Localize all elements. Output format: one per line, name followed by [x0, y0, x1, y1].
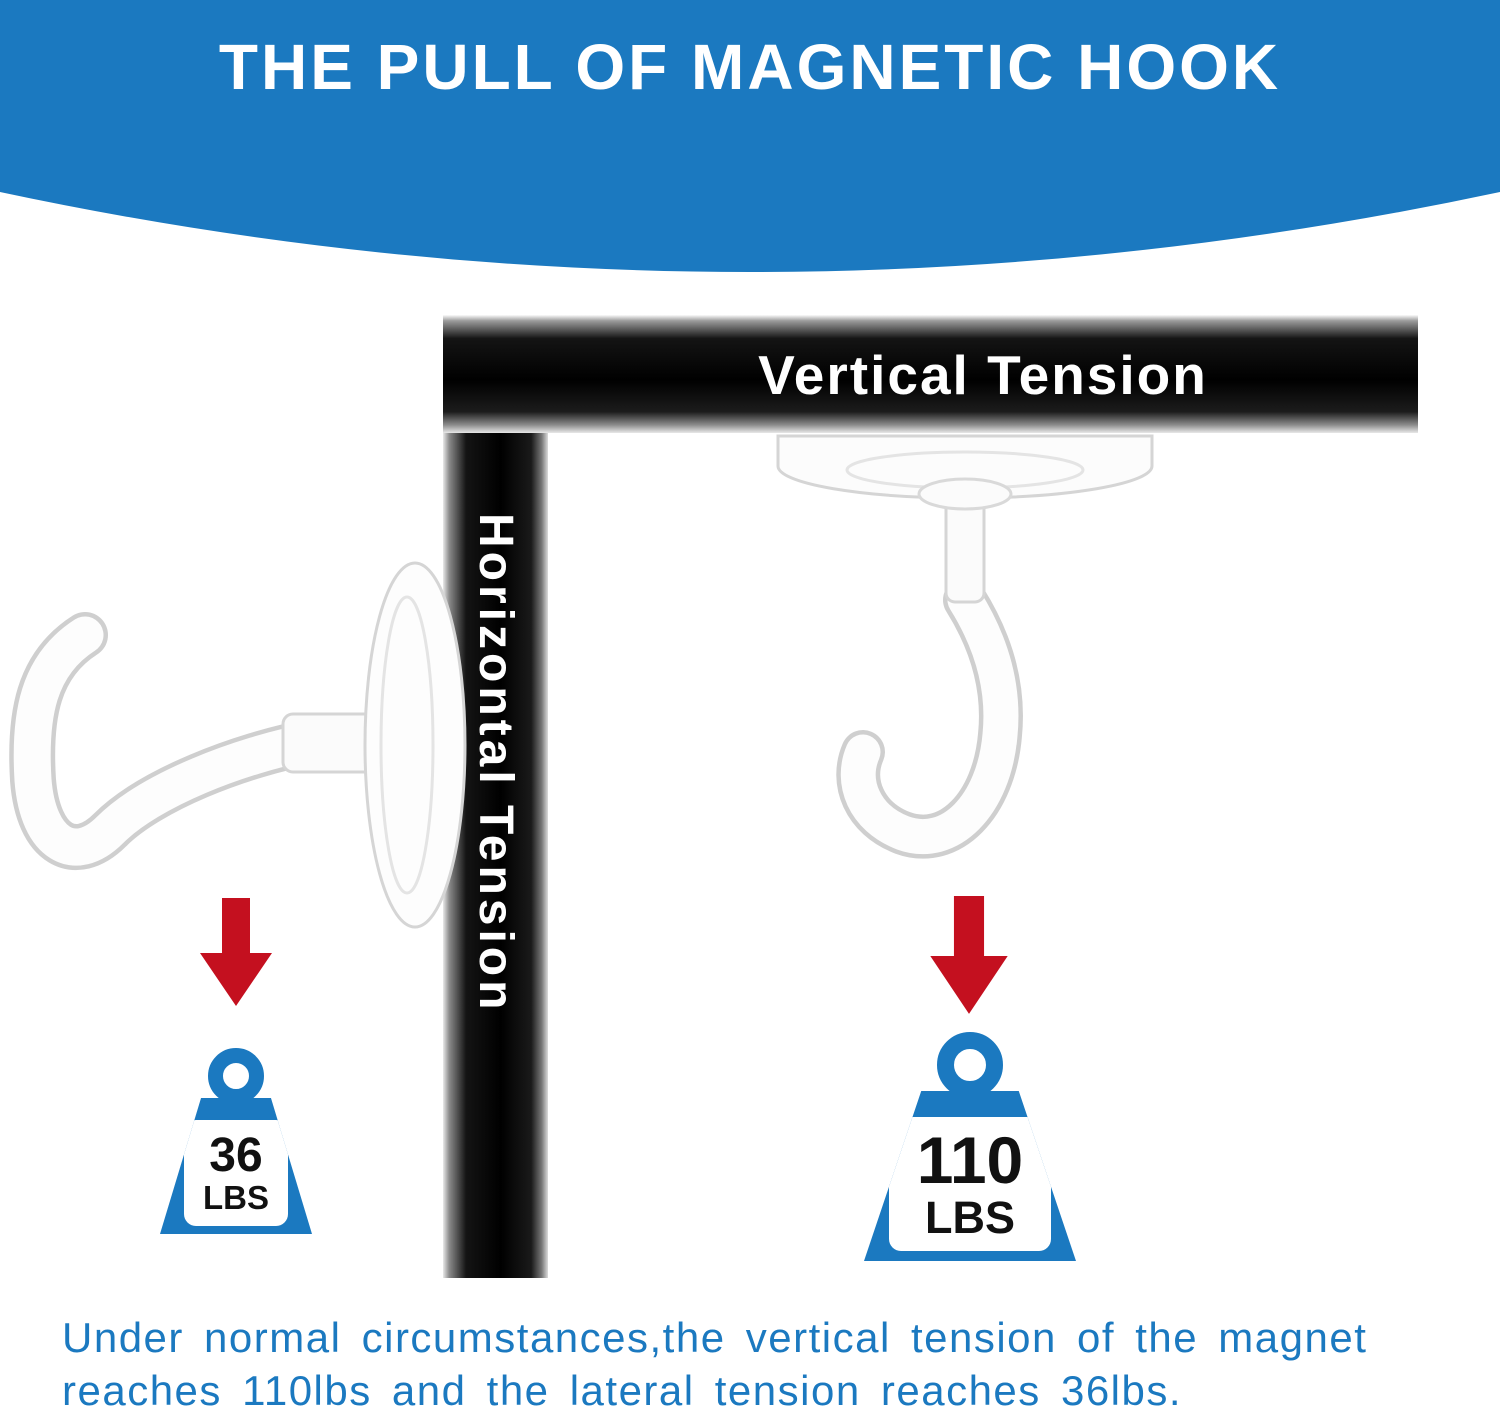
magnet-disc-detail	[379, 595, 435, 895]
weight-value: 36	[209, 1128, 263, 1182]
weight-label-panel: 36 LBS	[184, 1120, 288, 1226]
weight-unit: LBS	[203, 1178, 269, 1216]
weight-body: 110 LBS	[864, 1091, 1076, 1261]
weight-body: 36 LBS	[160, 1098, 312, 1234]
ceiling-beam	[443, 315, 1418, 433]
hook-curve	[13, 616, 329, 866]
caption-line-2: reaches 110lbs and the lateral tension r…	[62, 1366, 1183, 1414]
magnet-disc	[363, 561, 467, 929]
header-curve-shape	[0, 0, 1500, 272]
magnet-hub	[917, 477, 1013, 511]
hook-stem	[944, 496, 986, 604]
header-banner	[0, 0, 1500, 272]
page-title: THE PULL OF MAGNETIC HOOK	[218, 31, 1282, 103]
hook-curve	[840, 582, 1019, 855]
caption: Under normal circumstances,the vertical …	[62, 1312, 1454, 1417]
caption-line-1: Under normal circumstances,the vertical …	[62, 1314, 1368, 1361]
vertical-tension-label: Vertical Tension	[758, 344, 1208, 406]
down-arrow-shape	[200, 898, 272, 1007]
down-arrow-shape	[930, 896, 1008, 1014]
horizontal-tension-label: Horizontal Tension	[469, 512, 522, 1014]
down-arrow-icon	[930, 896, 1008, 1014]
wall-magnetic-hook-icon	[9, 561, 467, 929]
vertical-tension-weight-icon: 110 LBS	[864, 1032, 1076, 1268]
weight-value: 110	[916, 1123, 1024, 1198]
ceiling-magnetic-hook-icon	[776, 434, 1154, 859]
weight-ring	[937, 1032, 1003, 1098]
hook-stem	[281, 712, 377, 774]
weight-unit: LBS	[925, 1191, 1015, 1243]
horizontal-tension-weight-icon: 36 LBS	[160, 1048, 312, 1240]
down-arrow-icon	[200, 898, 272, 1007]
weight-ring	[208, 1048, 264, 1104]
weight-label-panel: 110 LBS	[889, 1117, 1051, 1251]
